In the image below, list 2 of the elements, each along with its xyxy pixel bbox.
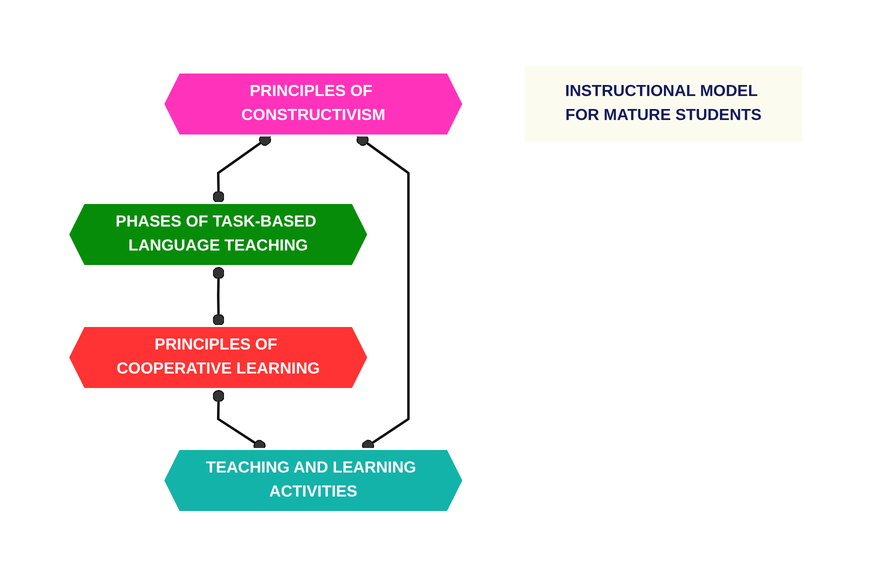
connector [212,266,224,326]
connector [212,134,271,204]
